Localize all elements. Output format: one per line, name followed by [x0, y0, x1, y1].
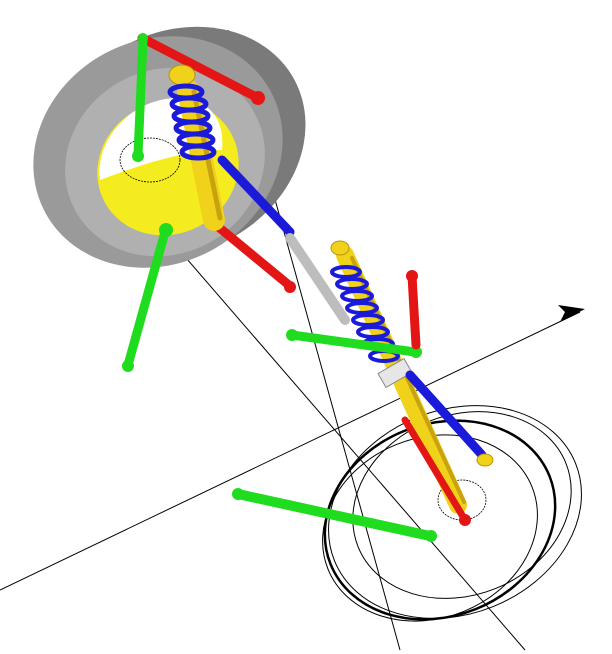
lower-blue-tie-rod: [405, 370, 487, 460]
lower-strut-body: [336, 246, 467, 514]
lower-strut: [330, 240, 467, 514]
upper-strut: [167, 64, 225, 231]
mid-green-link-end: [410, 346, 422, 358]
upper-spring-coils: [167, 83, 217, 161]
lower-links: [232, 270, 494, 542]
lower-strut-top-cap: [330, 240, 350, 256]
wire-ring-mid: [323, 419, 557, 621]
upper-green-link: [133, 35, 148, 160]
lower-green-link-top: [159, 223, 173, 237]
hub-circle: [119, 137, 181, 183]
lower-green-link: [123, 227, 170, 370]
upper-wheel: [33, 26, 306, 268]
bottom-green-link: [233, 489, 435, 541]
lower-red-spindle-joint: [459, 514, 471, 526]
bottom-green-link-end: [425, 530, 437, 542]
upper-green-link-end: [132, 150, 144, 162]
mid-green-link: [287, 330, 420, 357]
ground-axis-line: [0, 311, 581, 591]
upper-red-lower-arm-joint: [284, 281, 296, 293]
lower-red-upright-top: [406, 270, 418, 282]
upper-red-arm: [137, 33, 263, 103]
lower-red-upright: [407, 271, 421, 350]
upper-strut-top-cap: [168, 64, 196, 86]
wire-ring-inner: [322, 434, 538, 622]
tie-rod-blue-upper: [217, 155, 295, 237]
upper-red-arm-joint: [251, 91, 265, 105]
center-gray-rod: [285, 233, 350, 325]
upper-red-lower-arm: [205, 215, 295, 291]
mid-green-link-start: [286, 329, 298, 341]
upper-green-link-top: [138, 33, 148, 43]
bottom-green-link-start: [232, 488, 244, 500]
lower-green-link-end: [122, 360, 134, 372]
lower-blue-tie-rod-end: [476, 453, 494, 467]
lower-red-spindle: [401, 416, 469, 524]
axis-arrow-icon: [558, 305, 585, 322]
lower-strut-mount: [377, 357, 413, 389]
upper-links: [122, 33, 296, 372]
